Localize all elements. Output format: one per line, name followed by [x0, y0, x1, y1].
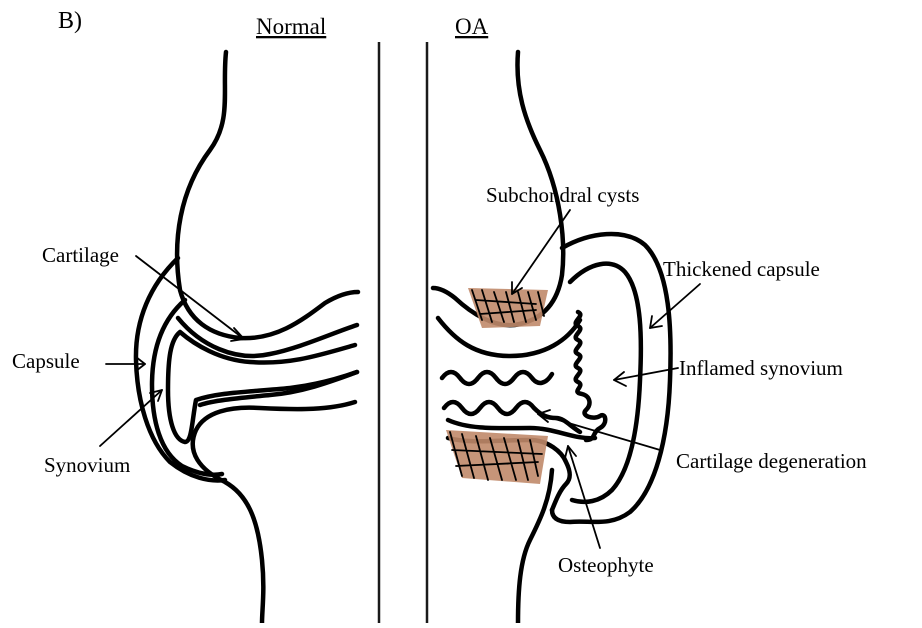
normal-lower-bone	[193, 402, 355, 623]
oa-inflamed-synovium	[576, 312, 606, 440]
leader-osteophyte	[568, 446, 600, 548]
label-osteophyte: Osteophyte	[558, 553, 654, 577]
label-synovium: Synovium	[44, 453, 130, 477]
title-oa: OA	[455, 14, 489, 39]
leader-cartilage	[136, 256, 244, 339]
normal-joint: Cartilage Capsule Synovium	[12, 52, 358, 623]
label-cartilage: Cartilage	[42, 243, 119, 267]
panel-label: B)	[58, 8, 82, 34]
oa-cyst-lower	[446, 430, 548, 484]
oa-lower-bone	[518, 470, 552, 623]
label-inflamed-synovium: Inflamed synovium	[679, 356, 843, 380]
oa-joint: Subchondral cysts Thickened capsule Infl…	[433, 52, 867, 623]
normal-upper-bone	[177, 52, 358, 338]
label-subchondral-cysts: Subchondral cysts	[486, 183, 639, 207]
oa-cartilage-degeneration	[442, 372, 552, 384]
oa-cyst-upper	[468, 288, 548, 328]
label-thickened-capsule: Thickened capsule	[663, 257, 820, 281]
leader-thickened-capsule	[650, 284, 700, 328]
title-normal: Normal	[256, 14, 326, 39]
label-cartilage-degeneration: Cartilage degeneration	[676, 449, 867, 473]
label-capsule: Capsule	[12, 349, 80, 373]
